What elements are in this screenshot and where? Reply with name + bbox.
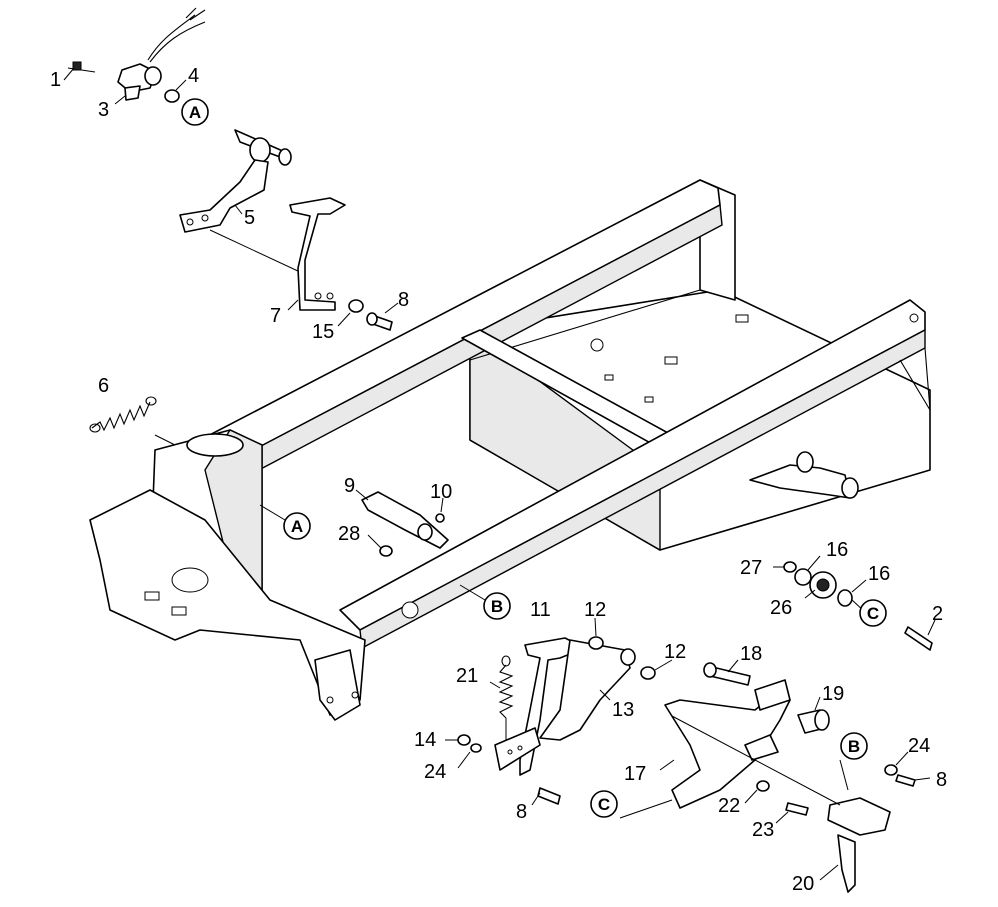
ref-letter: A [189,103,201,122]
callout-8-right: 8 [936,769,947,791]
callout-1: 1 [50,69,61,91]
callout-9: 9 [344,475,355,497]
ref-letter: A [291,517,303,536]
callout-6: 6 [98,375,109,397]
callout-14: 14 [414,729,436,751]
ref-marker-b-pedal [840,732,868,760]
ref-marker-c-pulley [859,599,887,627]
callout-24-left: 24 [424,761,446,783]
callout-8-bottom: 8 [516,801,527,823]
switch-assembly [67,7,393,331]
callout-16-right: 16 [868,563,890,585]
callout-13: 13 [612,699,634,721]
callout-24-right: 24 [908,735,930,757]
callout-5: 5 [244,207,255,229]
callout-27: 27 [740,557,762,579]
callout-11: 11 [530,599,551,621]
chassis-frame [89,179,931,721]
tension-spring-icon [89,396,176,446]
callout-10: 10 [430,481,452,503]
ref-letter: B [848,737,860,756]
washer-icon [348,299,364,313]
callout-28: 28 [338,523,360,545]
leader-lines [63,67,936,881]
washer-icon [164,89,180,103]
callout-17: 17 [624,763,646,785]
safety-switch-icon [117,63,162,101]
idler-arm-assembly [361,491,449,557]
clutch-pedal-assembly [457,636,656,805]
callout-21: 21 [456,665,478,687]
callout-8-top: 8 [398,289,409,311]
ref-letter: C [598,795,610,814]
callout-12-left: 12 [584,599,606,621]
brake-lever-arm [179,129,292,233]
pulley-assembly [749,451,933,651]
callout-4: 4 [188,65,199,87]
ref-marker-a-top [181,98,209,126]
callout-26: 26 [770,597,792,619]
bolt-icon [366,312,393,331]
callout-22: 22 [718,795,740,817]
ref-marker-a-frame [283,512,311,540]
callout-15: 15 [312,321,334,343]
reference-markers: A A B B C C [181,98,887,818]
brake-linkage-assembly [619,662,916,893]
ref-marker-b-frame [483,592,511,620]
ref-letter: C [867,604,879,623]
callout-18: 18 [740,643,762,665]
callout-23: 23 [752,819,774,841]
callout-20: 20 [792,873,814,895]
callout-7: 7 [270,305,281,327]
screw-icon [67,61,96,73]
ref-marker-c-linkage [590,790,618,818]
part-callouts: 1 3 4 5 7 15 8 6 9 10 28 27 16 26 16 2 1… [50,65,947,895]
ref-letter: B [491,597,503,616]
callout-19: 19 [822,683,844,705]
callout-3: 3 [98,99,109,121]
brake-pedal [289,197,346,311]
callout-16-left: 16 [826,539,848,561]
callout-2: 2 [932,603,943,625]
callout-12-right: 12 [664,641,686,663]
